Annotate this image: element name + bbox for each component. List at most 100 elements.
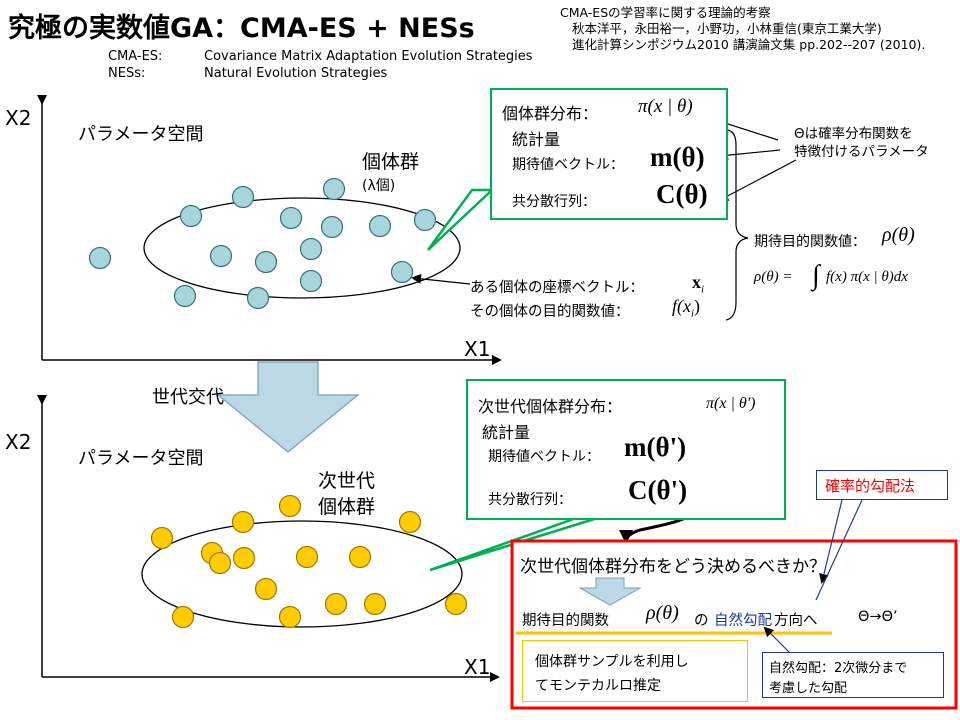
next-dist-box-cov-formula: C(θ') xyxy=(628,475,688,505)
next-population-point xyxy=(278,605,302,629)
bottom-population-ellipse xyxy=(141,520,463,628)
reference-line-2: 秋本洋平，永田裕一，小野功，小林重信(東京工業大学) xyxy=(572,21,882,36)
next-dist-box-stats: 統計量 xyxy=(482,423,531,442)
population-point xyxy=(173,284,197,308)
stats-bracket xyxy=(725,129,749,253)
population-point xyxy=(88,246,112,270)
next-population-line-1: 次世代 xyxy=(318,470,376,492)
population-point xyxy=(390,260,414,284)
gradient-line-natural: 自然勾配 xyxy=(714,613,772,629)
individual-coord-label: ある個体の座標ベクトル： xyxy=(470,280,644,296)
population-point xyxy=(231,185,255,209)
next-population-point xyxy=(348,545,372,569)
top-population-points xyxy=(88,177,437,310)
gradient-line-formula: ρ(θ) xyxy=(646,602,679,624)
top-space-label: パラメータ空間 xyxy=(78,124,204,145)
bottom-space-label: パラメータ空間 xyxy=(78,448,204,469)
top-axes xyxy=(37,95,502,365)
theta-note-line-1: Θは確率分布関数を xyxy=(794,126,913,142)
monte-carlo-line-1: 個体群サンプルを利用し xyxy=(535,654,689,670)
population-point xyxy=(254,250,278,274)
dist-box-stats: 統計量 xyxy=(512,130,561,149)
individual-coord-symbol: xi xyxy=(692,272,705,296)
stochastic-arrow xyxy=(819,499,843,584)
population-point xyxy=(368,214,392,238)
population-point xyxy=(246,286,270,310)
stochastic-label-box: 確率的勾配法 xyxy=(816,470,948,500)
natural-gradient-box: 自然勾配：2次微分まで 考慮した勾配 xyxy=(762,652,944,698)
bottom-axes xyxy=(37,395,500,682)
abbr-term-ness: NESs: xyxy=(108,66,146,81)
distribution-box: 個体群分布： π(x | θ) 統計量 期待値ベクトル： m(θ) 共分散行列：… xyxy=(490,88,728,220)
next-population-point xyxy=(324,592,348,616)
expected-bracket xyxy=(725,252,737,321)
top-y-axis-label: X2 xyxy=(5,106,32,130)
page-title: 究極の実数値GA：CMA-ES + NESs xyxy=(8,13,475,44)
population-point xyxy=(413,208,437,232)
population-point xyxy=(279,206,303,230)
next-dist-box-mean-formula: m(θ') xyxy=(624,432,687,462)
dist-box-pointer xyxy=(426,188,496,251)
expected-label: 期待目的関数値： xyxy=(754,234,866,250)
individual-obj-symbol: f(xi) xyxy=(672,296,701,320)
abbr-meaning-ness: Natural Evolution Strategies xyxy=(204,66,388,81)
integral-sign: ∫ xyxy=(812,260,820,291)
natural-gradient-line-2: 考慮した勾配 xyxy=(769,681,848,696)
generation-arrow xyxy=(216,361,360,453)
next-distribution-box: 次世代個体群分布： π(x | θ') 統計量 期待値ベクトル： m(θ') 共… xyxy=(466,379,786,520)
next-dist-box-cov-label: 共分散行列： xyxy=(488,492,572,508)
natural-gradient-line-1: 自然勾配：2次微分まで xyxy=(769,661,908,676)
population-point xyxy=(209,244,233,268)
next-population-point xyxy=(295,545,319,569)
dist-box-cov-label: 共分散行列： xyxy=(512,194,596,210)
expected-formula: ρ(θ) xyxy=(882,224,915,246)
theta-arrow-3 xyxy=(718,159,797,201)
population-point xyxy=(320,215,344,239)
reference-line-1: CMA-ESの学習率に関する理論的考察 xyxy=(560,5,771,20)
population-point xyxy=(299,237,323,261)
dist-box-mean-label: 期待値ベクトル： xyxy=(512,157,624,173)
next-population-point xyxy=(363,592,387,616)
bottom-y-axis-label: X2 xyxy=(5,430,32,454)
question-text: 次世代個体群分布をどう決めるべきか？ xyxy=(520,557,826,577)
question-down-arrow xyxy=(578,577,642,606)
gradient-line-no: の xyxy=(694,613,709,629)
next-population-point xyxy=(231,510,255,534)
dist-box-mean-formula: m(θ) xyxy=(650,142,705,172)
bottom-x-axis-label: X1 xyxy=(464,655,491,679)
next-population-point xyxy=(171,605,195,629)
bottom-population-points xyxy=(150,494,468,629)
next-population-point xyxy=(398,510,422,534)
theta-note-line-2: 特徴付けるパラメータ xyxy=(794,144,929,160)
generation-label: 世代交代 xyxy=(152,387,224,408)
reference-line-3: 進化計算シンポジウム2010 講演論文集 pp.202--207 (2010). xyxy=(572,37,926,52)
next-population-point xyxy=(444,592,468,616)
next-dist-box-title-formula: π(x | θ') xyxy=(706,395,756,412)
monte-carlo-line-2: てモンテカルロ推定 xyxy=(535,678,661,694)
population-point xyxy=(322,177,346,201)
theta-arrow-2 xyxy=(718,149,781,161)
next-population-point xyxy=(278,494,302,518)
next-population-line-2: 個体群 xyxy=(318,496,376,518)
next-population-point xyxy=(150,526,174,550)
individual-obj-label: その個体の目的関数値： xyxy=(470,304,630,320)
stochastic-arrow-2 xyxy=(815,499,863,601)
next-dist-box-mean-label: 期待値ベクトル： xyxy=(488,449,600,465)
next-population-point xyxy=(232,546,256,570)
top-x-axis-label: X1 xyxy=(464,337,491,361)
dist-box-title-formula: π(x | θ) xyxy=(638,96,693,117)
abbr-term-cmaes: CMA-ES: xyxy=(108,49,163,64)
abbr-meaning-cmaes: Covariance Matrix Adaptation Evolution S… xyxy=(204,49,533,64)
population-label: 個体群 xyxy=(362,151,420,173)
integral-rhs: f(x) π(x | θ)dx xyxy=(826,269,908,285)
individual-pointer xyxy=(411,273,471,285)
top-population-ellipse xyxy=(143,197,461,299)
next-population-point xyxy=(254,577,278,601)
population-count: (λ個) xyxy=(362,178,396,194)
population-point xyxy=(299,269,323,293)
population-point xyxy=(179,204,203,228)
monte-carlo-box: 個体群サンプルを利用し てモンテカルロ推定 xyxy=(522,640,748,702)
dist-box-title: 個体群分布： xyxy=(502,104,599,123)
gradient-line-arrow: Θ→Θ’ xyxy=(858,609,898,625)
integral-lhs: ρ(θ) = xyxy=(754,269,793,285)
